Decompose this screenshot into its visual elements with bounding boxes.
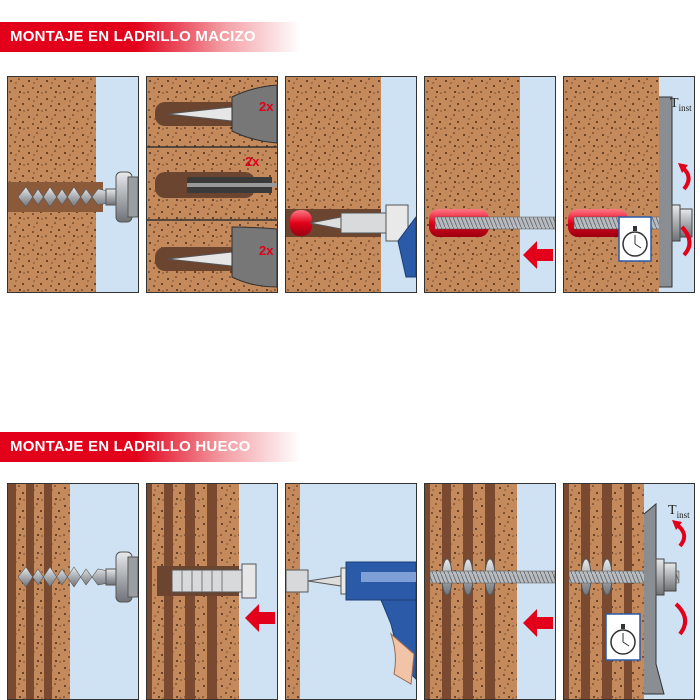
torque-label: Tinst: [670, 96, 692, 113]
cleaning-brush-icon: [187, 177, 277, 193]
injection-cartridge-icon: [307, 561, 416, 685]
step-solid-inject: [285, 76, 417, 293]
step-solid-clean: 2x 2x 2x: [146, 76, 278, 293]
injection-cartridge-icon: [309, 204, 416, 278]
repeat-count-label: 2x: [259, 99, 274, 114]
insert-arrow-icon: [245, 604, 275, 632]
blow-out-pump-icon: [166, 226, 277, 288]
stopwatch-icon: [618, 216, 652, 262]
drill-bit-icon: [17, 171, 138, 223]
section-banner-solid: MONTAJE EN LADRILLO MACIZO: [0, 22, 300, 52]
section-banner-hollow: MONTAJE EN LADRILLO HUECO: [0, 432, 300, 462]
step-solid-torque: Tinst: [563, 76, 695, 293]
insert-arrow-icon: [523, 609, 553, 637]
step-hollow-inject: [285, 483, 417, 700]
step-hollow-sleeve: [146, 483, 278, 700]
section-title-solid: MONTAJE EN LADRILLO MACIZO: [10, 28, 256, 45]
stopwatch-icon: [605, 613, 641, 661]
insert-arrow-icon: [523, 241, 553, 269]
step-hollow-drill: [7, 483, 139, 700]
repeat-count-label: 2x: [245, 154, 260, 169]
step-hollow-insert: [424, 483, 556, 700]
sieve-sleeve: [171, 563, 257, 599]
section-title-hollow: MONTAJE EN LADRILLO HUECO: [10, 438, 251, 455]
blow-out-pump-icon: [166, 84, 277, 144]
torque-rotation-icon: [678, 163, 692, 257]
drill-bit-icon: [17, 551, 138, 603]
torque-rotation-icon: [672, 520, 688, 636]
step-solid-insert: [424, 76, 556, 293]
repeat-count-label: 2x: [259, 243, 274, 258]
step-hollow-torque: Tinst: [563, 483, 695, 700]
torque-label: Tinst: [668, 503, 690, 520]
step-solid-drill: [7, 76, 139, 293]
